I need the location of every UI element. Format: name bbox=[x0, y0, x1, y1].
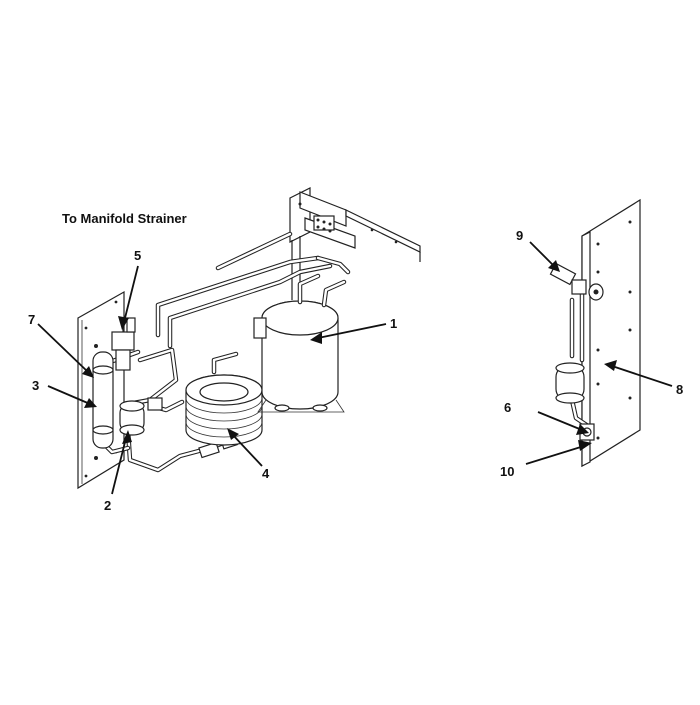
rear-frame-bracket bbox=[289, 187, 421, 300]
left-assembly bbox=[77, 187, 421, 490]
callout-1: 1 bbox=[390, 316, 397, 331]
callout-6: 6 bbox=[504, 400, 511, 415]
callout-10: 10 bbox=[500, 464, 514, 479]
right-assembly bbox=[549, 198, 641, 468]
caption-to-manifold-strainer: To Manifold Strainer bbox=[62, 211, 187, 226]
callout-labels: 1 2 3 4 5 6 7 8 9 10 bbox=[28, 228, 683, 513]
right-tubing bbox=[569, 287, 591, 429]
callout-5: 5 bbox=[134, 248, 141, 263]
condenser-coil bbox=[185, 351, 263, 446]
callout-2: 2 bbox=[104, 498, 111, 513]
callout-3: 3 bbox=[32, 378, 39, 393]
solenoid-valve bbox=[111, 317, 136, 371]
callout-7: 7 bbox=[28, 312, 35, 327]
callout-4: 4 bbox=[262, 466, 270, 481]
callout-9: 9 bbox=[516, 228, 523, 243]
compressor bbox=[253, 273, 347, 413]
receiver-tank bbox=[92, 344, 114, 460]
filter-drier bbox=[119, 397, 163, 436]
right-filter-drier bbox=[555, 362, 585, 404]
callout-8: 8 bbox=[676, 382, 683, 397]
callout-arrows bbox=[37, 241, 673, 495]
